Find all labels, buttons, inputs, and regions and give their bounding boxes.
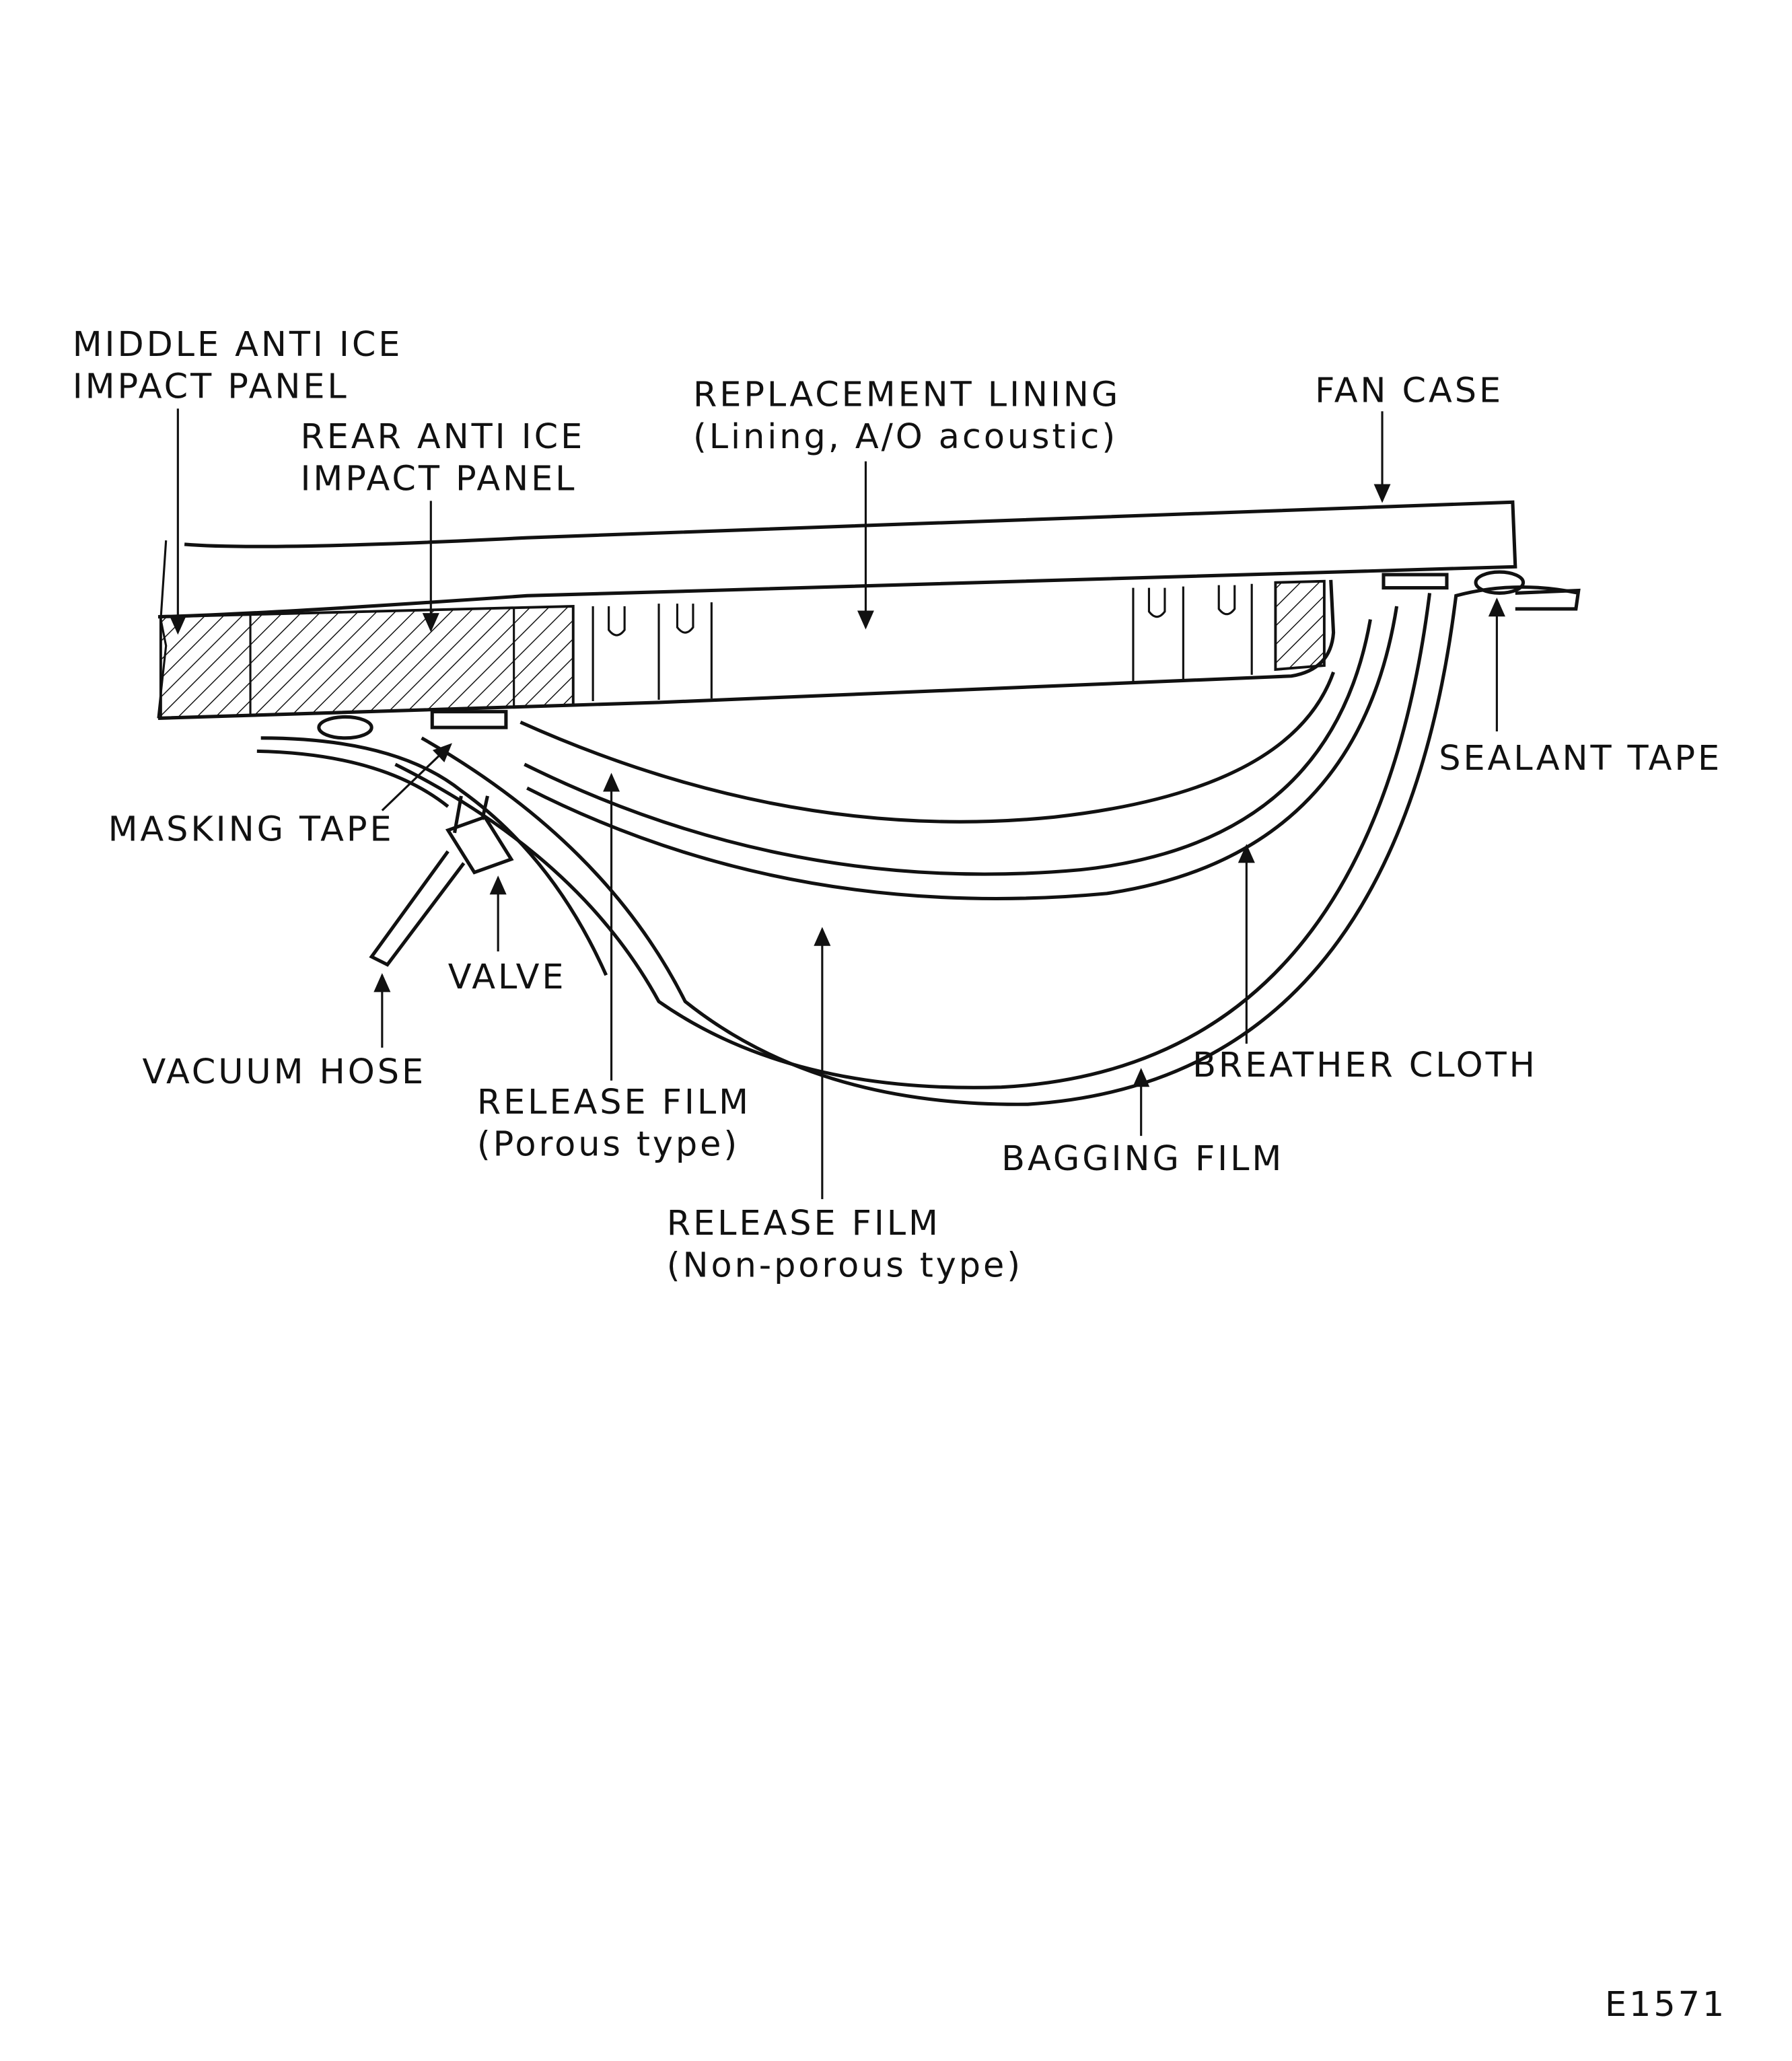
vacuum-hose (369, 850, 466, 967)
sealant-tape-left (317, 715, 373, 740)
label-masking-tape: MASKING TAPE (108, 810, 394, 850)
masking-tape-right (1382, 573, 1449, 590)
label-rear-panel-1: REAR ANTI ICE (300, 417, 585, 457)
label-release-film-porous-1: RELEASE FILM (477, 1083, 751, 1122)
label-vacuum-hose: VACUUM HOSE (142, 1052, 426, 1092)
label-valve: VALVE (448, 957, 567, 997)
label-middle-panel-1: MIDDLE ANTI ICE (73, 325, 403, 365)
label-replacement-lining-2: (Lining, A/O acoustic) (693, 417, 1118, 457)
label-rear-panel-2: IMPACT PANEL (300, 460, 577, 499)
label-fan-case: FAN CASE (1315, 371, 1503, 410)
figure-id: E1571 (1605, 1985, 1727, 2025)
hatched-impact-panels (159, 604, 575, 720)
valve (445, 795, 514, 875)
replacement-lining (157, 579, 1336, 720)
bag-films (256, 585, 1581, 1106)
sealant-tape-right (1474, 570, 1526, 595)
label-release-film-nonporous-1: RELEASE FILM (667, 1204, 941, 1243)
label-bagging-film: BAGGING FILM (1001, 1139, 1284, 1179)
masking-tape (430, 710, 508, 729)
label-release-film-nonporous-2: (Non-porous type) (667, 1246, 1023, 1286)
label-middle-panel-2: IMPACT PANEL (73, 367, 349, 407)
leader-arrows (169, 408, 1505, 1200)
label-release-film-porous-2: (Porous type) (477, 1125, 740, 1165)
label-breather-cloth: BREATHER CLOTH (1192, 1046, 1538, 1085)
label-replacement-lining-1: REPLACEMENT LINING (693, 375, 1120, 414)
label-sealant-tape: SEALANT TAPE (1439, 739, 1722, 779)
